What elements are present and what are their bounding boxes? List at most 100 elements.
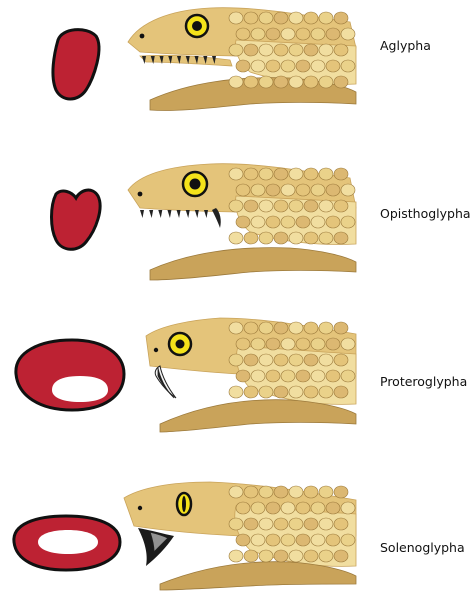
scale-plate [244, 168, 258, 180]
scale-plate [274, 76, 288, 88]
opisthoglypha-figure [0, 148, 476, 296]
scale-plate [236, 28, 250, 40]
aglypha-fang-cross-section [53, 30, 99, 99]
scale-plate [266, 370, 280, 382]
scale-plate [281, 28, 295, 40]
scale-plate [319, 322, 333, 334]
scale-plate [274, 12, 288, 24]
scale-plate [334, 518, 348, 530]
scale-plate [281, 338, 295, 350]
scale-plate [289, 200, 303, 212]
scale-plate [311, 216, 325, 228]
solenoglypha-figure [0, 444, 476, 592]
solenoglypha-venom-canal [38, 530, 98, 554]
scale-plate [296, 60, 310, 72]
row-proteroglypha: Proteroglypha [0, 296, 476, 444]
scale-plate [281, 534, 295, 546]
scale-plate [319, 44, 333, 56]
scale-plate [259, 486, 273, 498]
label-solenoglypha: Solenoglypha [380, 540, 465, 555]
scale-plate [236, 338, 250, 350]
scale-plate [296, 502, 310, 514]
scale-plate [304, 12, 318, 24]
label-opisthoglypha: Opisthoglypha [380, 206, 471, 221]
scale-plate [259, 232, 273, 244]
label-aglypha: Aglypha [380, 38, 431, 53]
scale-plate [259, 168, 273, 180]
scale-plate [259, 200, 273, 212]
scale-plate [274, 44, 288, 56]
scale-plate [334, 354, 348, 366]
scale-plate [304, 550, 318, 562]
scale-plate [311, 28, 325, 40]
scale-plate [334, 386, 348, 398]
scale-plate [244, 354, 258, 366]
scale-plate [274, 386, 288, 398]
scale-plate [341, 502, 355, 514]
scale-plate [289, 518, 303, 530]
scale-plate [274, 232, 288, 244]
scale-plate [334, 486, 348, 498]
scale-plate [229, 386, 243, 398]
scale-plate [289, 322, 303, 334]
scale-plate [259, 44, 273, 56]
scale-plate [229, 232, 243, 244]
row-solenoglypha: Solenoglypha [0, 444, 476, 592]
scale-plate [289, 44, 303, 56]
scale-plate [281, 60, 295, 72]
scale-plate [274, 354, 288, 366]
scale-plate [311, 338, 325, 350]
label-proteroglypha: Proteroglypha [380, 374, 467, 389]
scale-plate [244, 200, 258, 212]
scale-plate [236, 370, 250, 382]
aglypha-snake-head [128, 8, 356, 111]
solenoglypha-snake-head [124, 482, 356, 590]
tooth [167, 210, 171, 218]
scale-plate [244, 518, 258, 530]
scale-plate [326, 502, 340, 514]
scale-plate [244, 322, 258, 334]
scale-plate [244, 550, 258, 562]
scale-plate [229, 518, 243, 530]
scale-plate [341, 28, 355, 40]
scale-plate [341, 338, 355, 350]
scale-plate [319, 486, 333, 498]
scale-plate [304, 168, 318, 180]
scale-plate [296, 184, 310, 196]
scale-plate [289, 386, 303, 398]
scale-plate [281, 184, 295, 196]
row-opisthoglypha: Opisthoglypha [0, 148, 476, 296]
opisthoglypha-teeth [140, 210, 208, 218]
tooth [177, 210, 181, 218]
scale-plate [319, 550, 333, 562]
tooth [204, 210, 208, 218]
scale-plate [251, 60, 265, 72]
aglypha-figure [0, 0, 476, 148]
scale-plate [289, 550, 303, 562]
scale-plate [311, 184, 325, 196]
scale-plate [334, 550, 348, 562]
scale-plate [304, 322, 318, 334]
scale-plate [274, 518, 288, 530]
scale-plate [304, 232, 318, 244]
scale-plate [326, 184, 340, 196]
scale-plate [341, 370, 355, 382]
tooth [186, 210, 190, 218]
scale-plate [229, 12, 243, 24]
scale-plate [296, 338, 310, 350]
scale-plate [229, 168, 243, 180]
proteroglypha-venom-canal [52, 376, 108, 402]
scale-plate [304, 200, 318, 212]
row-aglypha: Aglypha [0, 0, 476, 148]
scale-plate [251, 502, 265, 514]
scale-plate [326, 534, 340, 546]
scale-plate [319, 386, 333, 398]
scale-plate [236, 534, 250, 546]
scale-plate [274, 550, 288, 562]
scale-plate [304, 354, 318, 366]
proteroglypha-snake-head [146, 318, 356, 432]
scale-plate [326, 370, 340, 382]
scale-plate [319, 12, 333, 24]
scale-plate [266, 28, 280, 40]
scale-plate [334, 76, 348, 88]
